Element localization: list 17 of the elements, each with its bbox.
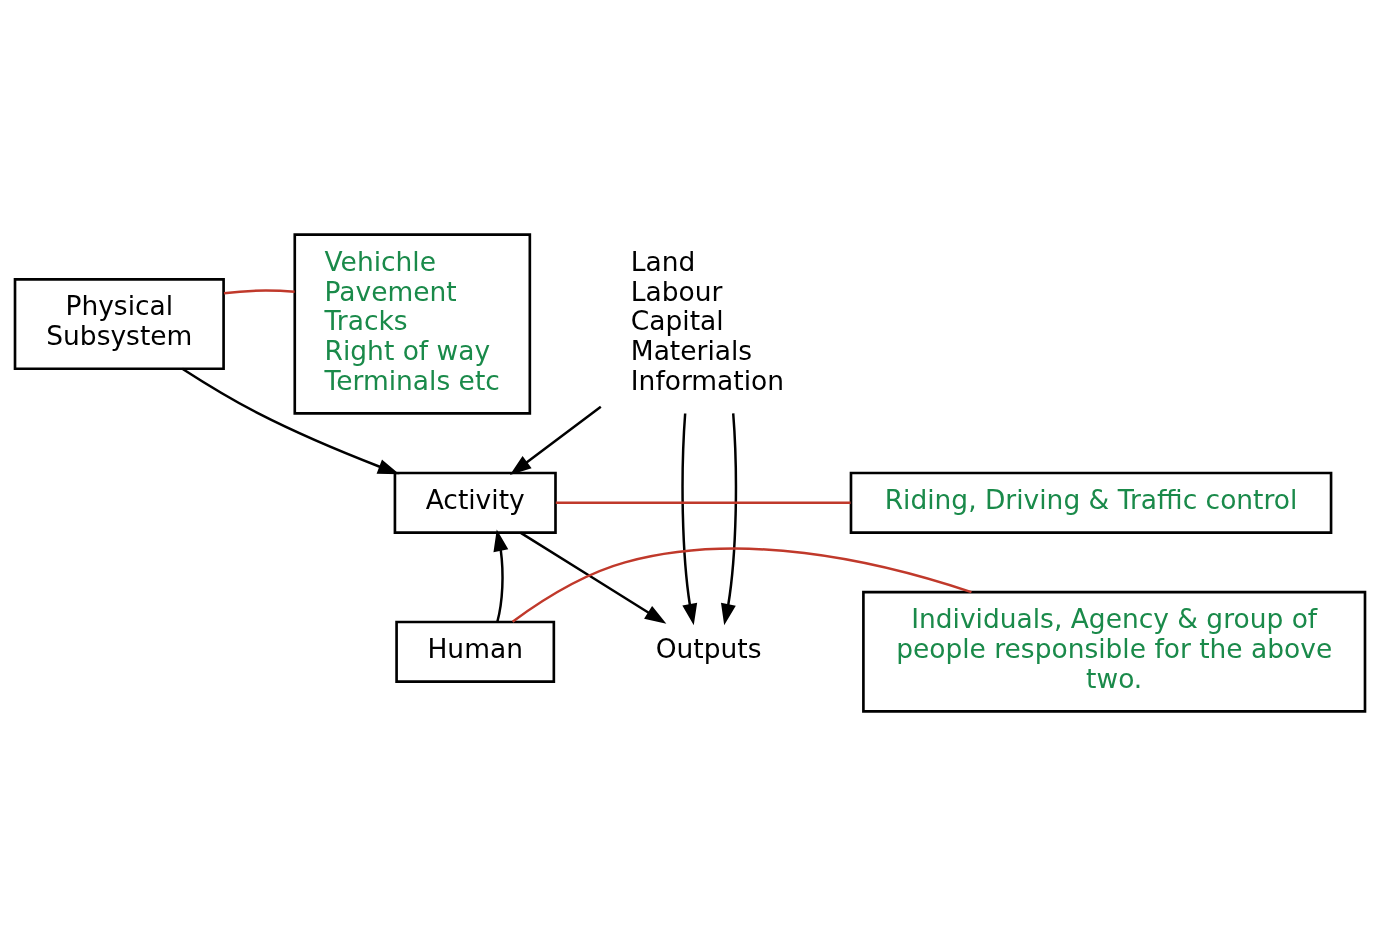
arrow	[681, 412, 698, 625]
connector	[555, 501, 851, 504]
node-box: Vehichle Pavement Tracks Right of way Terminals etc	[293, 232, 532, 415]
connector	[511, 546, 972, 623]
node-box: Riding, Driving & Traffic control	[849, 471, 1333, 534]
node-text: Land Labour Capital Materials Information	[630, 245, 785, 396]
arrow	[181, 367, 400, 474]
node-box: Individuals, Agency & group of people responsible for the above two.	[862, 590, 1367, 713]
node-box: Activity	[393, 471, 557, 534]
connector	[223, 288, 295, 294]
arrow	[721, 412, 738, 625]
arrow	[520, 531, 667, 624]
arrow	[493, 529, 509, 622]
arrow	[509, 405, 602, 475]
node-box: Physical Subsystem	[13, 277, 225, 370]
node-box: Human	[395, 620, 556, 683]
node-text: Outputs	[655, 632, 762, 664]
